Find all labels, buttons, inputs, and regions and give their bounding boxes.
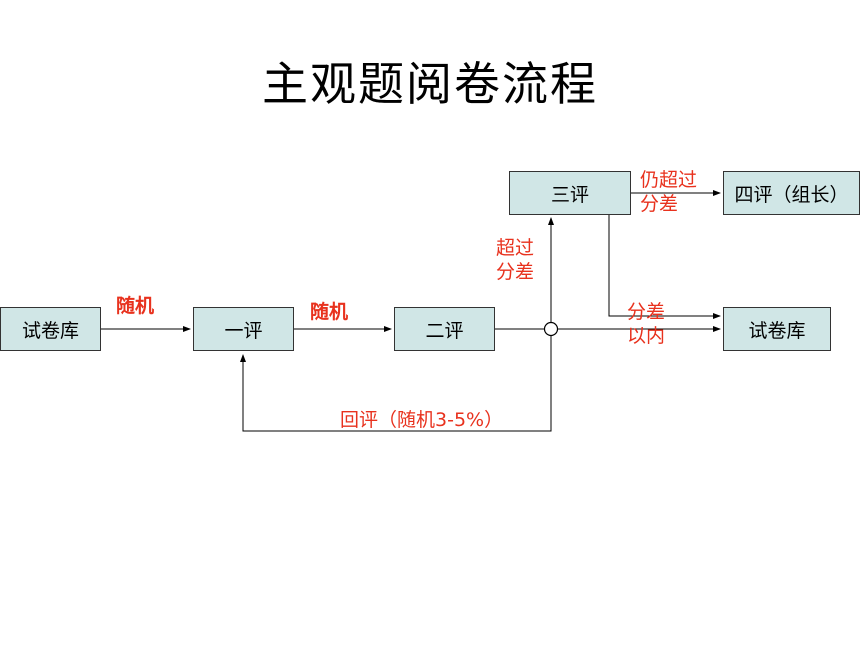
arrow-third-to-pool-out: [608, 215, 721, 319]
node-pool-out: 试卷库: [723, 307, 831, 351]
edge-label-exceed: 超过 分差: [496, 236, 534, 284]
edge-label-within-line2: 以内: [627, 325, 666, 347]
edge-label-still-exceed-line2: 分差: [640, 193, 679, 215]
junction-node: [543, 321, 559, 337]
edge-label-pool-to-first: 随机: [116, 295, 155, 317]
edge-label-still-exceed: 仍超过 分差: [640, 168, 697, 216]
edge-label-exceed-line1: 超过: [496, 237, 535, 259]
edge-label-exceed-line2: 分差: [496, 261, 535, 283]
arrow-review-back: [240, 336, 552, 432]
edge-label-review-back: 回评（随机3-5%）: [340, 409, 504, 431]
edge-label-within: 分差 以内: [627, 300, 665, 348]
page-title: 主观题阅卷流程: [262, 57, 598, 111]
node-second-review: 二评: [394, 307, 495, 351]
node-pool-in: 试卷库: [0, 307, 101, 351]
node-third-review: 三评: [509, 171, 631, 215]
edge-label-within-line1: 分差: [627, 301, 666, 323]
node-fourth-review: 四评（组长）: [723, 171, 860, 215]
node-first-review: 一评: [193, 307, 294, 351]
edge-label-first-to-second: 随机: [310, 301, 349, 323]
edge-label-still-exceed-line1: 仍超过: [640, 169, 698, 191]
